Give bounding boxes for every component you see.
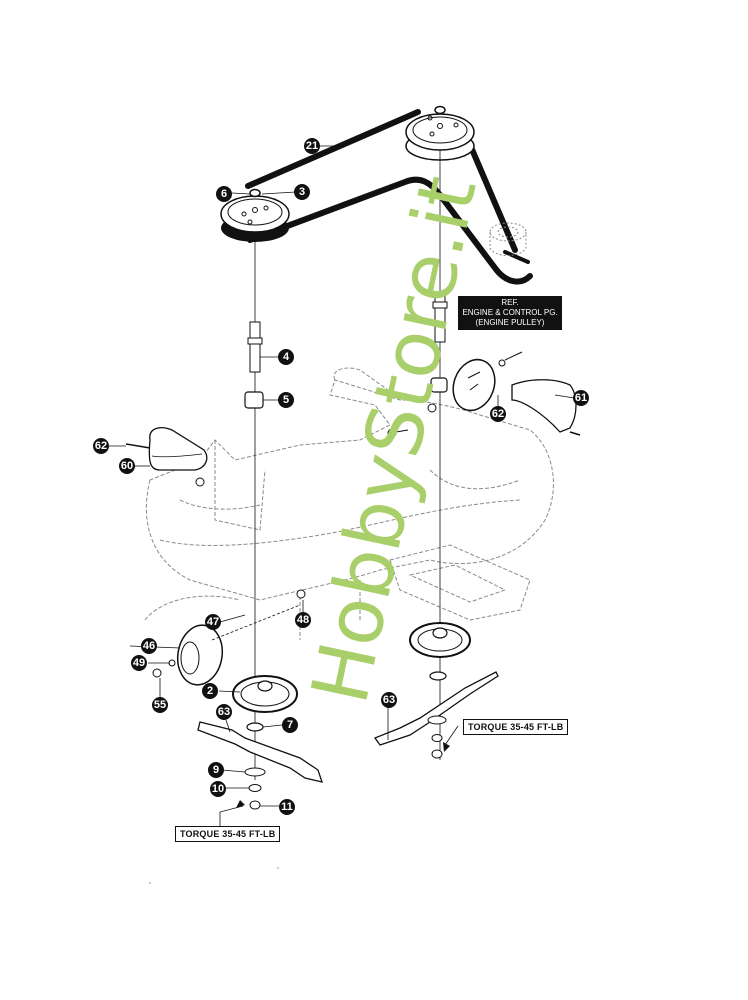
right-belt-guard — [511, 379, 581, 436]
callout-number: 62 — [95, 440, 107, 452]
callout-48: 48 — [295, 612, 311, 628]
callout-number: 55 — [154, 699, 166, 711]
callout-60: 60 — [119, 458, 135, 474]
torque-label-left: TORQUE 35-45 FT-LB — [175, 826, 281, 842]
callout-number: 10 — [212, 783, 224, 795]
left-blade — [197, 721, 323, 810]
torque-arrows — [236, 742, 450, 808]
callout-6: 6 — [216, 186, 232, 202]
callout-number: 4 — [283, 351, 290, 363]
callout-number: 63 — [383, 694, 395, 706]
callout-63-right: 63 — [381, 692, 397, 708]
callout-number: 6 — [221, 188, 227, 200]
right-spindle — [427, 150, 448, 760]
left-belt-guard — [125, 427, 208, 487]
reference-line-2: ENGINE & CONTROL PG. — [462, 308, 558, 317]
drive-belt — [245, 109, 533, 285]
left-spindle-housing — [232, 675, 298, 732]
callout-number: 9 — [213, 764, 219, 776]
callout-2: 2 — [202, 683, 218, 699]
engine-pulley — [489, 222, 527, 256]
stray-marks — [149, 867, 279, 884]
callout-63-left: 63 — [216, 704, 232, 720]
callout-62-left: 62 — [93, 438, 109, 454]
callout-49: 49 — [131, 655, 147, 671]
callout-number: 5 — [283, 394, 289, 406]
callout-61: 61 — [573, 390, 589, 406]
callout-21: 21 — [304, 138, 320, 154]
callout-47: 47 — [205, 614, 221, 630]
callout-10: 10 — [210, 781, 226, 797]
callout-9: 9 — [208, 762, 224, 778]
callout-number: 62 — [492, 408, 504, 420]
callout-number: 47 — [207, 616, 219, 628]
callout-number: 46 — [143, 640, 155, 652]
right-pulley — [405, 105, 475, 161]
callout-3: 3 — [294, 184, 310, 200]
callout-number: 2 — [207, 685, 213, 697]
callout-number: 49 — [133, 657, 145, 669]
callout-number: 21 — [306, 140, 318, 152]
callout-55: 55 — [152, 697, 168, 713]
callout-5: 5 — [278, 392, 294, 408]
right-blade — [373, 671, 499, 759]
torque-label-right: TORQUE 35-45 FT-LB — [463, 719, 569, 735]
left-pulley — [220, 188, 290, 242]
reference-line-3: (ENGINE PULLEY) — [475, 318, 545, 327]
right-spindle-housing — [409, 622, 471, 681]
callout-number: 63 — [218, 706, 230, 718]
gauge-wheel — [152, 589, 306, 686]
callout-11: 11 — [279, 799, 295, 815]
callout-number: 11 — [281, 801, 293, 813]
callout-number: 7 — [287, 719, 293, 731]
callout-46: 46 — [141, 638, 157, 654]
callout-number: 60 — [121, 460, 133, 472]
callout-number: 3 — [299, 186, 305, 198]
reference-label: REF. ENGINE & CONTROL PG. (ENGINE PULLEY… — [458, 296, 562, 330]
callout-number: 48 — [297, 614, 309, 626]
leader-lines — [108, 145, 575, 826]
callout-number: 61 — [575, 392, 587, 404]
callout-7: 7 — [282, 717, 298, 733]
idler-pulley — [387, 351, 523, 438]
reference-line-1: REF. — [501, 298, 519, 307]
callout-62-right: 62 — [490, 406, 506, 422]
callout-4: 4 — [278, 349, 294, 365]
